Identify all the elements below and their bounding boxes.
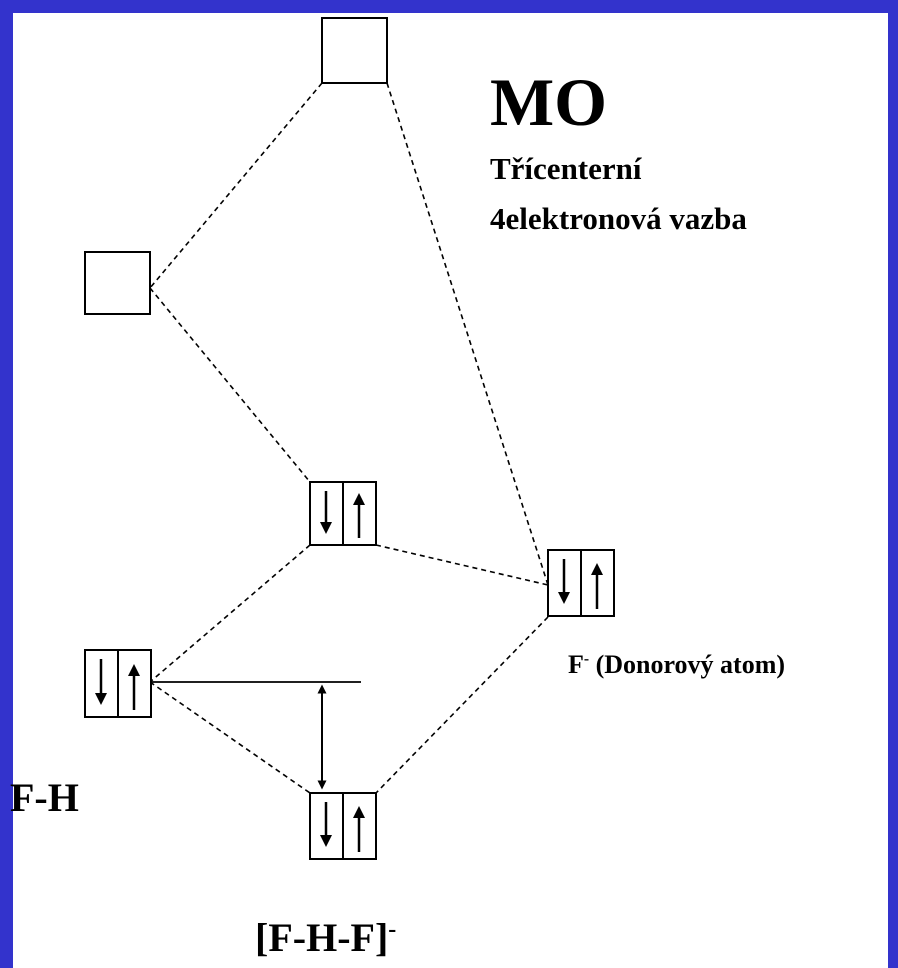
complex-label: [F-H-F]- — [255, 918, 396, 958]
donor-atom-charge: - — [583, 650, 590, 668]
fh-label: F-H — [10, 775, 79, 820]
complex-formula: [F-H-F] — [255, 915, 389, 960]
donor-atom-label: F- (Donorový atom) — [568, 650, 786, 679]
donor-atom-description: (Donorový atom) — [589, 650, 786, 679]
correlation-line-top-fh — [149, 82, 323, 289]
correlation-line-fh-star-nb — [149, 287, 311, 483]
orbital-box-top — [321, 17, 388, 84]
correlation-line-nb-f — [375, 544, 549, 586]
correlation-line-top-f — [386, 82, 549, 586]
complex-charge: - — [388, 916, 397, 943]
orbital-box-f-donor — [547, 549, 615, 617]
orbital-box-nonbonding — [309, 481, 377, 546]
subtitle-line-2: 4elektronová vazba — [490, 201, 747, 236]
correlation-line-fh-bond — [149, 681, 311, 794]
orbital-box-fh-bonding — [84, 649, 152, 718]
correlation-line-nb-fh — [149, 544, 311, 683]
orbital-box-complex-bonding — [309, 792, 377, 860]
diagram-title: MO — [490, 64, 608, 140]
orbital-box-fh-antibonding — [84, 251, 151, 315]
correlation-line-f-bond — [375, 616, 549, 794]
correlation-lines — [149, 82, 549, 794]
diagram-panel — [13, 13, 888, 968]
subtitle-line-1: Třícenterní — [490, 151, 642, 186]
donor-atom-symbol: F — [568, 650, 584, 679]
